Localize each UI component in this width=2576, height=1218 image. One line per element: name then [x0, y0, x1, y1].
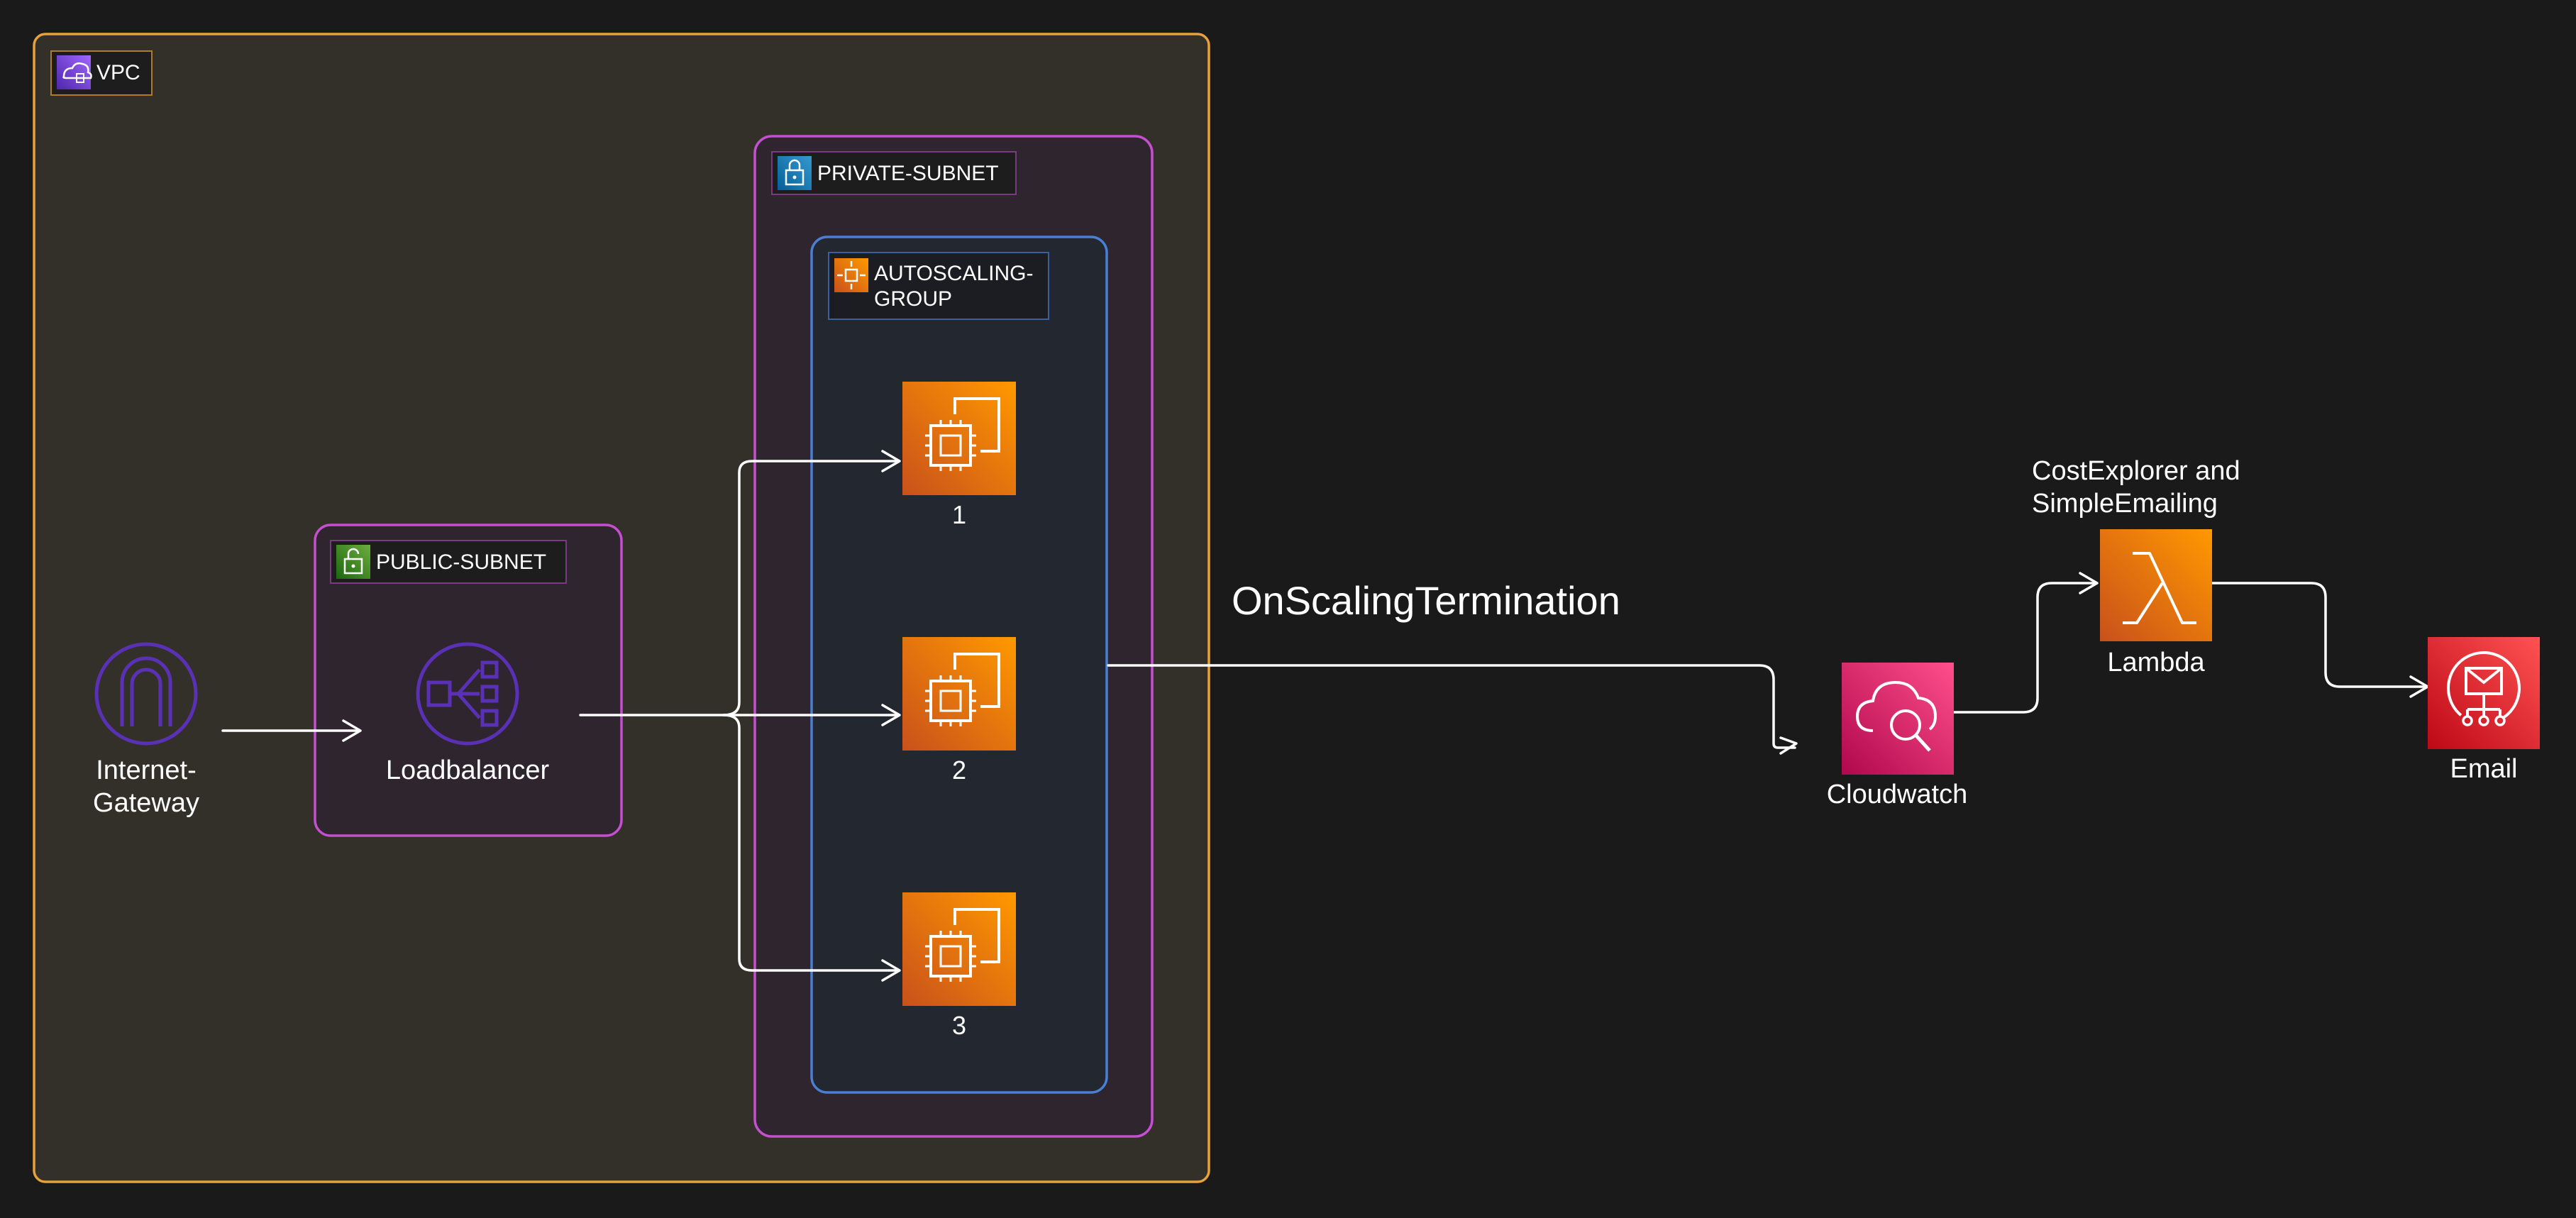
autoscaling-label-tag: AUTOSCALING- GROUP [828, 252, 1049, 320]
edge-lb-to-ec2-1 [722, 450, 901, 716]
email-node[interactable]: Email [2428, 637, 2540, 784]
load-balancer-icon [416, 642, 519, 746]
edge-asg-to-cloudwatch [1107, 664, 1798, 755]
public-subnet-label: PUBLIC-SUBNET [376, 550, 546, 574]
edge-lb-to-ec2-2 [579, 704, 901, 726]
ec2-instance-label: 1 [952, 500, 966, 529]
ec2-instance-icon [902, 382, 1016, 495]
email-label: Email [2450, 754, 2517, 784]
lambda-node[interactable]: CostExplorer and SimpleEmailing Lambda [2032, 456, 2240, 677]
vpc-label-tag: VPC [50, 50, 153, 96]
ec2-instance-icon [902, 892, 1016, 1006]
lambda-caption-line1: CostExplorer and [2032, 456, 2240, 486]
vpc-label: VPC [96, 61, 140, 84]
internet-gateway-label-line2: Gateway [93, 788, 199, 818]
ec2-instance-1[interactable]: 1 [902, 382, 1016, 529]
autoscaling-label-line1: AUTOSCALING- [874, 262, 1034, 285]
ec2-instance-2[interactable]: 2 [902, 637, 1016, 785]
ec2-instance-3[interactable]: 3 [902, 892, 1016, 1040]
internet-gateway-label-line1: Internet- [96, 755, 197, 785]
cloudwatch-icon [1842, 663, 1954, 775]
internet-gateway-node[interactable]: Internet- Gateway [93, 642, 199, 818]
autoscaling-icon [834, 258, 868, 292]
email-icon [2428, 637, 2540, 749]
lambda-caption-line2: SimpleEmailing [2032, 489, 2218, 519]
loadbalancer-node[interactable]: Loadbalancer [386, 642, 550, 785]
ec2-instance-label: 2 [952, 755, 966, 785]
edge-lambda-to-email [2209, 582, 2429, 698]
lambda-icon [2100, 529, 2212, 641]
private-subnet-label: PRIVATE-SUBNET [817, 162, 999, 185]
edge-igw-to-lb [221, 719, 362, 742]
internet-gateway-icon [94, 642, 198, 746]
private-lock-icon [778, 156, 812, 190]
vpc-icon [57, 55, 92, 89]
cloudwatch-label: Cloudwatch [1827, 780, 1968, 809]
loadbalancer-label: Loadbalancer [386, 755, 550, 785]
ec2-instance-label: 3 [952, 1011, 966, 1040]
edge-lb-to-ec2-3 [722, 714, 901, 982]
private-subnet-label-tag: PRIVATE-SUBNET [771, 151, 1017, 195]
cloudwatch-node[interactable]: Cloudwatch [1827, 663, 1968, 809]
on-scaling-termination-label: OnScalingTermination [1232, 578, 1620, 623]
autoscaling-label-line2: GROUP [874, 287, 952, 311]
public-lock-icon [336, 545, 370, 579]
lambda-label: Lambda [2107, 648, 2205, 677]
ec2-instance-icon [902, 637, 1016, 751]
public-subnet-label-tag: PUBLIC-SUBNET [330, 540, 567, 584]
edge-cloudwatch-to-lambda [1952, 572, 2099, 714]
